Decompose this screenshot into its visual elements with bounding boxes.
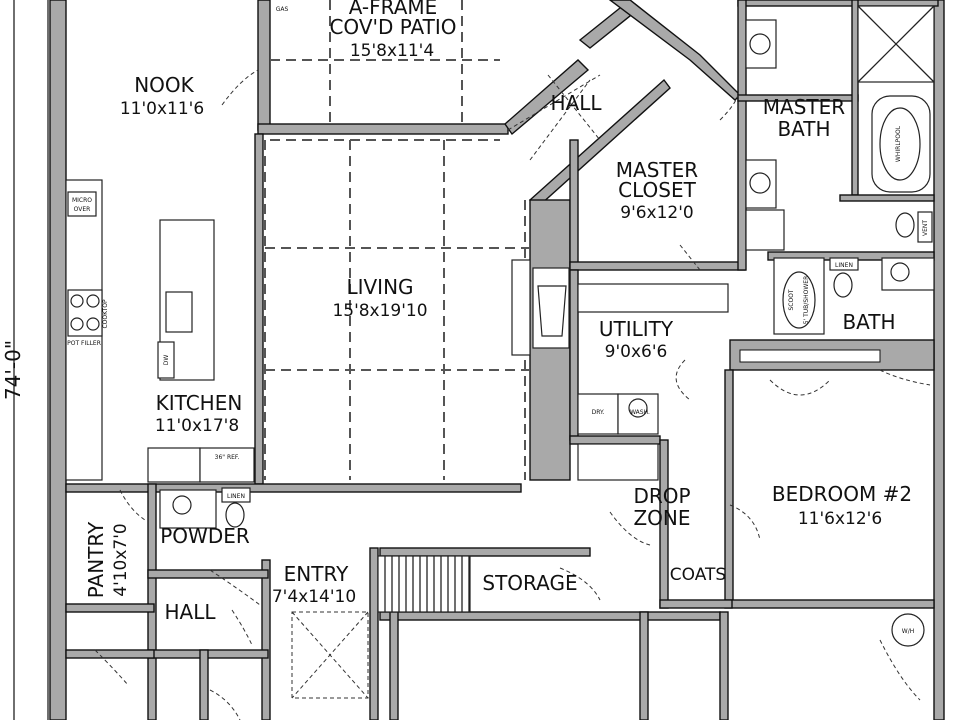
bath-name: BATH	[842, 310, 895, 334]
powder-fixtures: LINEN	[159, 487, 251, 529]
utility-size: 9'0x6'6	[605, 342, 668, 362]
living-name: LIVING	[346, 275, 413, 299]
kitchen-name: KITCHEN	[156, 391, 243, 415]
refrigerator	[199, 447, 255, 483]
door-swings	[94, 69, 931, 720]
entry-size: 7'4x14'10	[272, 587, 356, 607]
powder-name: POWDER	[160, 524, 250, 548]
dimension-line: 74'-0"	[1, 0, 49, 720]
exterior-walls	[49, 0, 945, 720]
kitchen-fixtures: MICRO OVER COOKTOP POT FILLER DW 36" REF…	[65, 6, 289, 483]
water-heater: W/H	[891, 613, 925, 647]
refrigerator-label: 36" REF.	[215, 454, 240, 461]
bedroom2-size: 11'6x12'6	[798, 509, 882, 529]
ceiling-beams	[264, 0, 530, 480]
patio-name2: COV'D PATIO	[329, 15, 456, 39]
living-size: 15'8x19'10	[332, 301, 427, 321]
kitchen-size: 11'0x17'8	[155, 416, 239, 436]
master-bath-name: MASTER	[763, 95, 845, 119]
utility-fixtures: DRY. WASH.	[577, 283, 729, 481]
patio-size: 15'8x11'4	[350, 41, 434, 61]
hall-bottom-name: HALL	[164, 600, 216, 624]
hall-top-name: HALL	[550, 91, 602, 115]
pantry-name: PANTRY	[84, 521, 108, 598]
entry-name: ENTRY	[284, 562, 349, 586]
pot-filler-label: POT FILLER	[67, 340, 101, 347]
cooktop-label: COOKTOP	[102, 299, 109, 328]
dishwasher-label: DW	[163, 355, 170, 366]
pantry-size: 4'10x7'0	[111, 523, 131, 597]
dryer	[577, 393, 619, 435]
coats-name: COATS	[670, 565, 726, 585]
master-bath-name2: BATH	[777, 117, 830, 141]
whirlpool-label: WHIRLPOOL	[895, 125, 902, 162]
fireplace	[511, 259, 570, 356]
tub-scoot-label: SCOOT	[788, 289, 795, 310]
interior-walls	[65, 0, 935, 720]
dryer-label: DRY.	[592, 409, 605, 416]
master-closet-name2: CLOSET	[618, 178, 696, 202]
bath-fixtures: 5' TUB/SHOWER SCOOT LINEN	[773, 257, 935, 335]
micro-label: MICRO	[72, 197, 92, 204]
master-closet-size: 9'6x12'0	[620, 203, 694, 223]
tub-shower-label: 5' TUB/SHOWER	[803, 276, 810, 325]
patio-name: A-FRAME	[349, 0, 438, 19]
micro-over-label: OVER	[74, 206, 91, 213]
master-closet-name: MASTER	[616, 158, 698, 182]
dimension-label: 74'-0"	[1, 340, 25, 400]
washer-label: WASH.	[630, 409, 650, 416]
powder-linen-label: LINEN	[227, 493, 245, 500]
utility-name: UTILITY	[599, 317, 674, 341]
entry-ceiling	[291, 611, 369, 699]
storage-name: STORAGE	[482, 571, 577, 595]
room-labels: A-FRAME COV'D PATIO 15'8x11'4 NOOK 11'0x…	[84, 0, 912, 624]
stairs	[377, 555, 471, 613]
master-bath-fixtures: WHIRLPOOL VENT	[745, 5, 935, 251]
water-heater-label: W/H	[902, 628, 914, 635]
nook-name: NOOK	[134, 73, 194, 97]
nook-size: 11'0x11'6	[120, 99, 204, 119]
drop-zone-name: DROP	[633, 484, 690, 508]
hall-ceiling	[507, 74, 601, 161]
gas-label: GAS	[276, 6, 289, 13]
drop-zone-name2: ZONE	[633, 506, 690, 530]
bedroom2-name: BEDROOM #2	[772, 482, 912, 506]
vent-label: VENT	[922, 220, 929, 236]
bath-linen-label: LINEN	[835, 262, 853, 269]
